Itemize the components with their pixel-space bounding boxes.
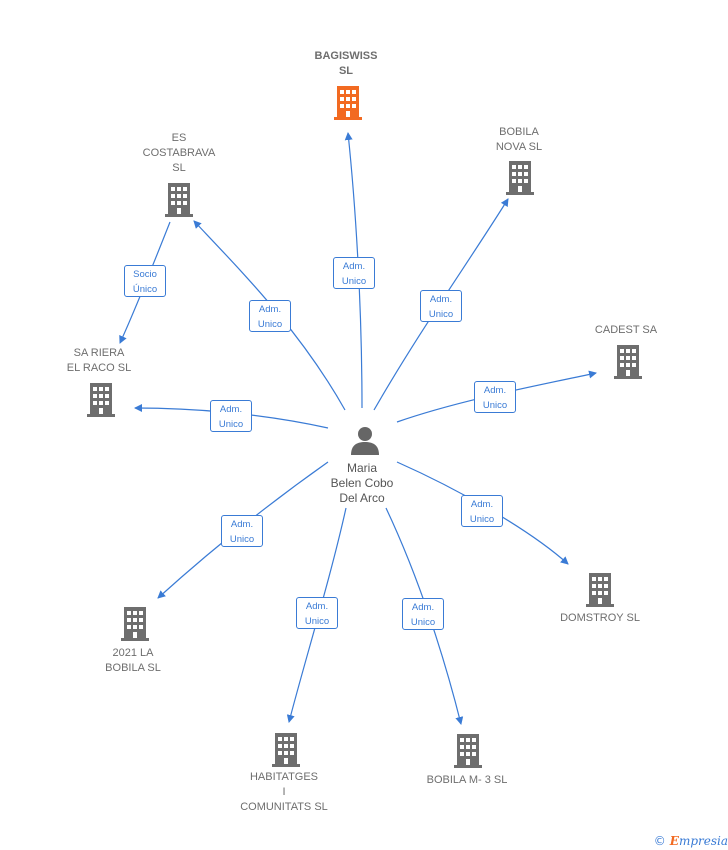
- copyright-icon: ©: [653, 834, 666, 848]
- building-icon-sa-riera: [87, 383, 115, 417]
- role-badge-2021: Adm. Unico: [221, 515, 263, 547]
- company-label-habitatges[interactable]: HABITATGES I COMUNITATS SL: [240, 771, 328, 813]
- company-label-bobila-nova[interactable]: BOBILA NOVA SL: [495, 126, 543, 153]
- role-badge-cadest: Adm. Unico: [474, 381, 516, 413]
- company-label-domstroy[interactable]: DOMSTROY SL: [560, 612, 640, 624]
- person-icon: [351, 427, 379, 455]
- brand-logo-text: mpresia: [678, 834, 728, 848]
- role-badge-domstroy: Adm. Unico: [461, 495, 503, 527]
- brand-watermark[interactable]: ©Empresia: [654, 834, 728, 848]
- building-icon-bobila-nova: [506, 161, 534, 195]
- building-icon-domstroy: [586, 573, 614, 607]
- company-label-sa-riera[interactable]: SA RIERA EL RACO SL: [66, 347, 132, 374]
- role-badge-bobila-m3: Adm. Unico: [402, 598, 444, 630]
- company-label-bagiswiss[interactable]: BAGISWISS SL: [314, 50, 378, 77]
- company-label-es-costabrava[interactable]: ES COSTABRAVA SL: [142, 132, 216, 174]
- role-badge-bobila-nova: Adm. Unico: [420, 290, 462, 322]
- company-label-cadest[interactable]: CADEST SA: [594, 324, 658, 336]
- company-label-bobila-m3[interactable]: BOBILA M- 3 SL: [426, 774, 508, 786]
- role-badge-sa-riera: Adm. Unico: [210, 400, 252, 432]
- role-badge-costabrava: Adm. Unico: [249, 300, 291, 332]
- edge-bagiswiss: [344, 132, 363, 409]
- brand-logo-letter: E: [669, 834, 679, 848]
- building-icon-bagiswiss: [334, 86, 362, 120]
- building-icon-2021: [121, 607, 149, 641]
- role-badge-habitatges: Adm. Unico: [296, 597, 338, 629]
- building-icon-bobila-m3: [454, 734, 482, 768]
- building-icon-cadest: [614, 345, 642, 379]
- role-badge-bagiswiss: Adm. Unico: [333, 257, 375, 289]
- company-label-2021-la-bobila[interactable]: 2021 LA BOBILA SL: [105, 647, 161, 674]
- building-icon-habitatges: [272, 733, 300, 767]
- person-label[interactable]: Maria Belen Cobo Del Arco: [330, 461, 394, 505]
- role-badge-socio-unico: Socio Único: [124, 265, 166, 297]
- building-icon-costabrava: [165, 183, 193, 217]
